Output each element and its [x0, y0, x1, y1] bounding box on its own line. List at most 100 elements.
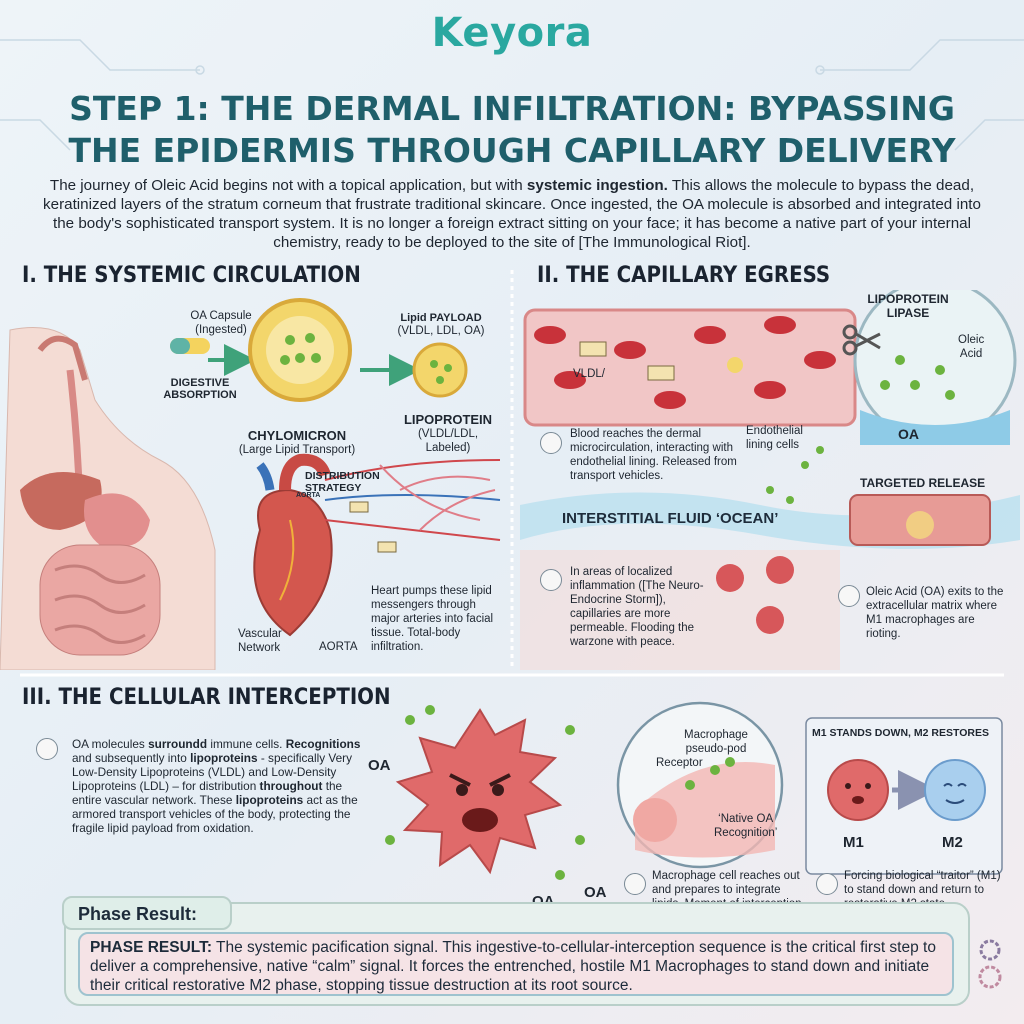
chylomicron-icon: [248, 298, 352, 402]
lipoprotein-lipase-label: LIPOPROTEIN LIPASE: [858, 292, 958, 320]
m1-label: M1: [843, 834, 864, 851]
acid-text: Acid: [959, 348, 983, 360]
oa-label: OA: [898, 426, 919, 442]
lipid-payload-sub: (VLDL, LDL, OA): [397, 325, 485, 337]
fire-icon: [540, 569, 562, 591]
oleic-acid-label: Oleic Acid: [958, 333, 984, 361]
lipid-payload-text: Lipid PAYLOAD: [400, 312, 482, 324]
cellular-interception-illustration: [385, 701, 1003, 880]
p-text: - specifically Very Low-Density Lipoprot…: [72, 751, 352, 793]
lipoprotein-icon: [412, 342, 468, 398]
p-text: and subsequently into: [72, 751, 191, 765]
p-text: OA molecules: [72, 737, 149, 751]
oa-molecules: [385, 705, 585, 880]
vascular-network: [324, 459, 501, 541]
vldl-label: VLDL/: [573, 368, 605, 380]
p-text: act as the armored transport vehicles of…: [72, 793, 358, 835]
endothelial-label: Endothelial lining cells: [746, 425, 803, 451]
lipoprotein-lipase-zoom: [853, 290, 1017, 445]
oa-label-bottom-2: OA: [584, 884, 607, 901]
chylomicron-sub: (Large Lipid Transport): [238, 444, 356, 456]
phase-bold: PHASE RESULT:: [90, 939, 213, 956]
digestive-absorption-label: DIGESTIVE ABSORPTION: [160, 377, 240, 401]
molecule-icon: [838, 585, 860, 607]
heart-description: Heart pumps these lipid messengers throu…: [371, 585, 494, 653]
scissors-icon: [842, 324, 881, 356]
p-bold: lipoproteins: [190, 751, 258, 765]
oa-capsule-text: OA Capsule: [190, 310, 252, 322]
distribution-strategy-label: DISTRIBUTION STRATEGY: [305, 470, 395, 494]
native-recognition-label: ‘Native OA Recognition’: [714, 812, 777, 840]
section-2-heading: II. THE CAPILLARY EGRESS: [537, 263, 831, 288]
page-title: STEP 1: THE DERMAL INFILTRATION: BYPASSI…: [20, 88, 1004, 172]
receptor-label: Receptor: [656, 757, 703, 769]
p-bold: Recognitions: [285, 737, 361, 751]
title-line-1: STEP 1: THE DERMAL INFILTRATION: BYPASSI…: [69, 89, 955, 128]
native-text: ‘Native OA: [718, 813, 774, 825]
m1-macrophage-icon: [395, 708, 563, 875]
oleic-text: Oleic: [958, 334, 985, 346]
intro-bold: systemic ingestion.: [526, 177, 668, 194]
transport-vehicle-icon: [579, 341, 607, 357]
swap-icon: [816, 873, 838, 895]
stomach-icon: [84, 493, 150, 548]
section-1-heading: I. THE SYSTEMIC CIRCULATION: [22, 263, 361, 288]
lipase-line2: LIPASE: [886, 306, 930, 320]
section-3-heading: III. THE CELLULAR INTERCEPTION: [22, 685, 391, 710]
intro-text: The journey of Oleic Acid begins not wit…: [49, 177, 527, 194]
distribution-text: DISTRIBUTION: [305, 470, 380, 482]
intro-paragraph: The journey of Oleic Acid begins not wit…: [40, 176, 984, 252]
oa-capsule-icon: [170, 338, 210, 354]
recognition-text: Recognition’: [714, 827, 778, 839]
gears-icon: [36, 738, 58, 760]
interstitial-fluid-label: INTERSTITIAL FLUID ‘OCEAN’: [562, 510, 779, 527]
oa-exit-description: Oleic Acid (OA) exits to the extracellul…: [866, 586, 1004, 640]
digestive-text: DIGESTIVE: [170, 377, 230, 389]
network-text: Network: [238, 642, 281, 654]
transport-vehicle-icon: [647, 365, 675, 381]
phase-result-text: PHASE RESULT: The systemic pacification …: [78, 932, 954, 996]
systemic-circulation-illustration: [0, 298, 501, 670]
liver-icon: [20, 472, 102, 530]
heart-icon: [253, 453, 333, 637]
p-bold: surroundd: [148, 737, 208, 751]
m1-m2-heading: M1 STANDS DOWN, M2 RESTORES: [812, 727, 989, 739]
macrophage-text: Macrophage: [684, 729, 748, 741]
chylomicron-label: CHYLOMICRON (Large Lipid Transport): [222, 428, 372, 457]
pseudopod-text: pseudo-pod: [685, 743, 747, 755]
inflamed-cells: [716, 556, 794, 634]
capillary-egress-illustration: [520, 290, 1020, 670]
lipoprotein-label: LIPOPROTEIN (VLDL/LDL, Labeled): [398, 412, 498, 455]
blood-description: Blood reaches the dermal microcirculatio…: [570, 428, 737, 482]
m2-cell-icon: [924, 759, 986, 821]
m1-cell-icon: [827, 759, 889, 821]
p-text: immune cells.: [207, 737, 286, 751]
transport-vehicle-icon: [349, 501, 369, 513]
title-line-2: THE EPIDERMIS THROUGH CAPILLARY DELIVERY: [68, 131, 956, 170]
lipoprotein-text: LIPOPROTEIN: [403, 412, 493, 427]
targeted-release-label: TARGETED RELEASE: [860, 476, 986, 490]
oa-label-left: OA: [368, 757, 391, 774]
blood-drop-icon: [540, 432, 562, 454]
m2-label: M2: [942, 834, 963, 851]
brand-logo: Keyora: [431, 10, 593, 56]
p-bold: throughout: [259, 779, 323, 793]
lipase-line1: LIPOPROTEIN: [867, 292, 949, 306]
lipid-droplet: [727, 357, 743, 373]
absorption-text: ABSORPTION: [163, 389, 237, 401]
vascular-text: Vascular: [238, 628, 282, 640]
strategy-text: STRATEGY: [305, 482, 362, 494]
phase-result-tab: Phase Result:: [62, 896, 232, 930]
vascular-network-label: Vascular Network: [238, 627, 282, 655]
aorta-label: AORTA: [319, 641, 358, 653]
macrophage-icon: [624, 873, 646, 895]
p-text: the entire vascular network. These: [72, 779, 343, 807]
aorta-small-label: AORTA: [296, 492, 321, 499]
intro-text-rest: This allows the molecule to bypass the d…: [43, 177, 981, 251]
ingested-text: (Ingested): [195, 324, 247, 336]
phase-body: The systemic pacification signal. This i…: [90, 939, 936, 994]
gear-icon: [978, 939, 1002, 989]
inflammation-description: In areas of localized inflammation ([The…: [570, 566, 704, 648]
chylomicron-text: CHYLOMICRON: [247, 428, 347, 443]
